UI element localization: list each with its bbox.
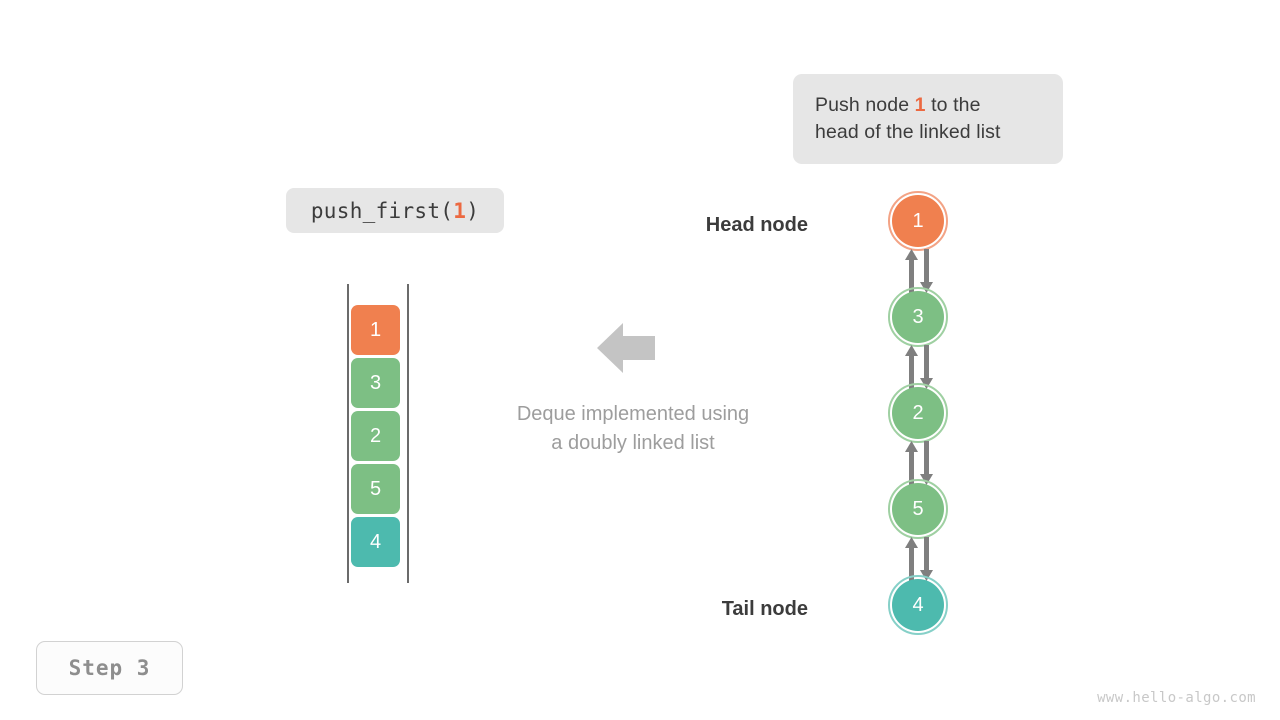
linked-list-node: 5 (892, 483, 944, 535)
code-argument: 1 (453, 198, 467, 223)
deque-cell: 2 (351, 411, 400, 461)
callout-highlight-value: 1 (914, 94, 926, 116)
step-badge-label: Step 3 (68, 656, 151, 680)
step-badge: Step 3 (36, 641, 183, 695)
callout-text: Push node 1 to the head of the linked li… (815, 92, 1041, 146)
deque-rail-right (407, 284, 409, 583)
callout-text-after: to the (925, 94, 981, 116)
deque-cell: 5 (351, 464, 400, 514)
caption-line-1: Deque implemented using (516, 403, 750, 425)
code-label-text: push_first(1) (311, 199, 479, 223)
caption-line-2: a doubly linked list (551, 432, 715, 454)
node-ring (888, 479, 948, 539)
deque-cell: 3 (351, 358, 400, 408)
head-node-label: Head node (705, 214, 808, 236)
node-ring (888, 191, 948, 251)
linked-list-node: 3 (892, 291, 944, 343)
node-ring (888, 575, 948, 635)
linked-list-node: 4 (892, 579, 944, 631)
left-block-arrow-icon (597, 323, 655, 373)
deque-rail-left (347, 284, 349, 583)
node-ring (888, 287, 948, 347)
code-prefix: push_first( (310, 198, 454, 223)
watermark: www.hello-algo.com (1097, 690, 1256, 706)
doubly-linked-list: 1 3 2 5 4 (880, 190, 970, 645)
diagram-caption: Deque implemented using a doubly linked … (443, 400, 823, 458)
node-ring (888, 383, 948, 443)
tail-node-label: Tail node (721, 598, 808, 620)
callout-text-before: Push node (815, 94, 915, 116)
callout-box: Push node 1 to the head of the linked li… (793, 74, 1063, 164)
linked-list-node: 2 (892, 387, 944, 439)
deque-cell: 4 (351, 517, 400, 567)
linked-list-node: 1 (892, 195, 944, 247)
deque-cell: 1 (351, 305, 400, 355)
code-label-pill: push_first(1) (286, 188, 504, 233)
code-suffix: ) (466, 198, 480, 223)
callout-text-line2: head of the linked list (815, 121, 1001, 143)
